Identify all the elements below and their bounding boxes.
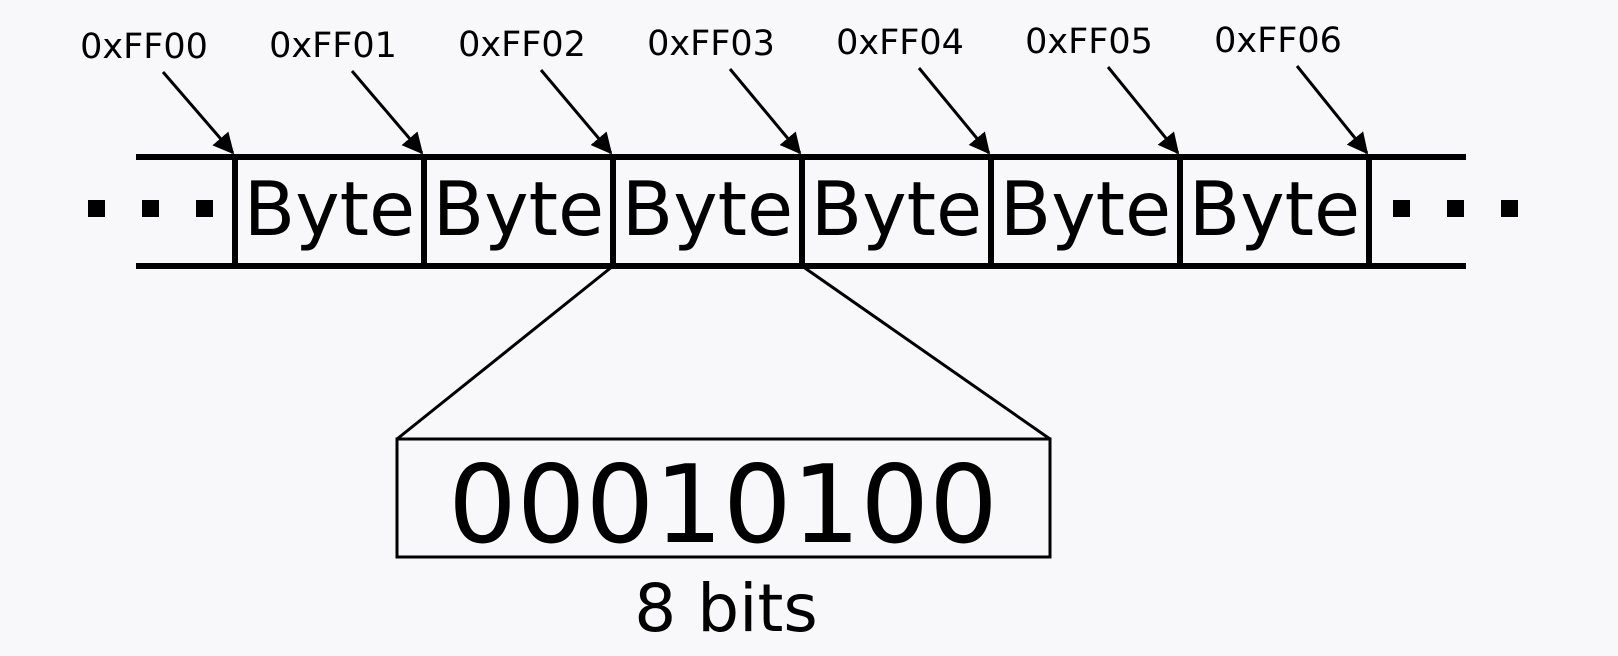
ellipsis-right (1393, 200, 1518, 217)
byte-cell-label: Byte (811, 165, 982, 253)
zoom-line-right (801, 264, 1051, 441)
address-arrow (917, 67, 991, 155)
address-label: 0xFF05 (1025, 22, 1153, 62)
byte-cell-label: Byte (1000, 165, 1171, 253)
cell-dividers (232, 157, 1372, 266)
bit-caption: 8 bits (634, 570, 817, 647)
address-label: 0xFF00 (80, 27, 208, 67)
address-arrow (728, 68, 802, 155)
byte-cell-label: Byte (1189, 165, 1360, 253)
address-label: 0xFF04 (836, 23, 964, 63)
address-label: 0xFF01 (269, 26, 397, 66)
address-label: 0xFF02 (458, 25, 586, 65)
address-label: 0xFF06 (1214, 21, 1342, 61)
zoom-lines (396, 264, 1051, 441)
zoom-line-left (396, 264, 614, 441)
address-arrow (1295, 65, 1369, 155)
bit-pattern: 00010100 (448, 443, 998, 568)
address-arrow (161, 71, 235, 155)
address-label: 0xFF03 (647, 24, 775, 64)
address-arrow (350, 70, 424, 155)
address-labels: 0xFF00 0xFF01 0xFF02 0xFF03 0xFF04 0xFF05 0xFF… (80, 21, 1342, 67)
bit-box (395, 437, 1052, 559)
byte-cell-label: Byte (433, 165, 604, 253)
address-arrow (1106, 66, 1180, 155)
address-arrow (539, 69, 613, 155)
byte-cell-label: Byte (244, 165, 415, 253)
address-arrows (161, 65, 1369, 155)
byte-cell-label: Byte (622, 165, 793, 253)
ellipsis-left (88, 200, 213, 217)
